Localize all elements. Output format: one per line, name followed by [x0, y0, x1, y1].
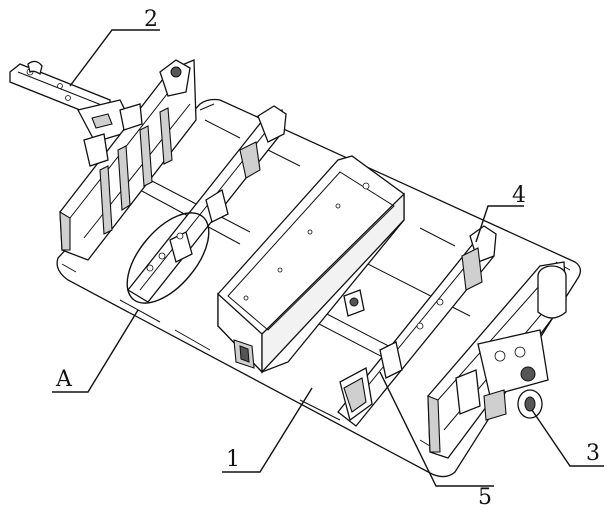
central-box — [217, 155, 405, 374]
left-bracket-assembly — [9, 59, 197, 261]
callout-4: 4 — [512, 183, 526, 208]
callout-1: 1 — [226, 447, 240, 472]
right-rail — [337, 225, 497, 427]
callout-3: 3 — [586, 441, 600, 466]
leader-lines — [52, 29, 604, 487]
callout-a: A — [55, 367, 73, 392]
upper-rail — [126, 105, 287, 304]
callout-2: 2 — [144, 7, 158, 32]
right-bracket-assembly — [427, 261, 567, 459]
callout-5: 5 — [478, 485, 492, 510]
